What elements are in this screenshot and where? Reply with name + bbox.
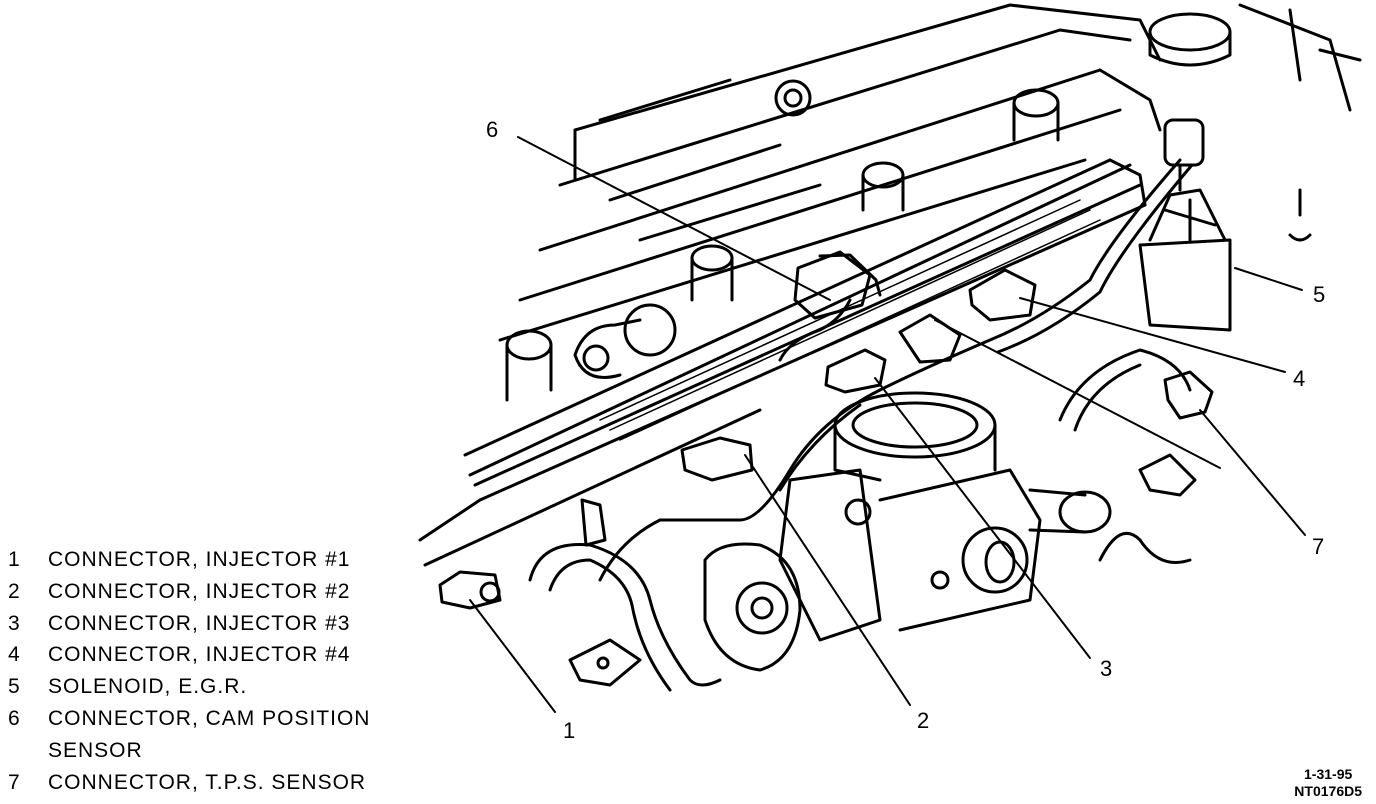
- callout-2: 2: [917, 708, 929, 733]
- callout-4: 4: [1293, 366, 1305, 391]
- figure-footer: 1-31-95 NT0176D5: [1294, 766, 1362, 800]
- callout-7: 7: [1312, 534, 1324, 559]
- legend-item: 4 CONNECTOR, INJECTOR #4: [8, 639, 428, 671]
- legend-item: 1 CONNECTOR, INJECTOR #1: [8, 544, 428, 576]
- legend-label: CONNECTOR, INJECTOR #3: [48, 611, 351, 635]
- legend-label: CONNECTOR, INJECTOR #1: [48, 548, 351, 571]
- callout-1: 1: [563, 718, 575, 743]
- legend-item: 2 CONNECTOR, INJECTOR #2: [8, 576, 428, 608]
- legend-number: 4: [8, 643, 21, 667]
- legend-number: 6: [8, 706, 21, 730]
- legend-label: CONNECTOR, CAM POSITION SENSOR: [48, 706, 371, 762]
- valve-cover: [498, 3, 1162, 342]
- legend-label: CONNECTOR, INJECTOR #4: [48, 643, 351, 667]
- callout-5: 5: [1313, 282, 1325, 307]
- legend-item: 7 CONNECTOR, T.P.S. SENSOR: [8, 767, 428, 799]
- valve-cover-bolts: [505, 79, 1060, 402]
- egr-valve: [568, 488, 1112, 687]
- callout-3: 3: [1100, 656, 1112, 681]
- leader-lines: [469, 136, 1306, 713]
- legend-number: 1: [8, 548, 21, 571]
- legend-number: 2: [8, 579, 21, 603]
- legend: 1 CONNECTOR, INJECTOR #1 2 CONNECTOR, IN…: [8, 544, 428, 798]
- legend-number: 3: [8, 611, 21, 635]
- injector-connectors: [438, 268, 1037, 610]
- figure-code: NT0176D5: [1294, 783, 1362, 799]
- throttle-body: [778, 391, 1042, 642]
- tps-connector: [1138, 370, 1214, 497]
- fuel-rail: [418, 158, 1147, 567]
- figure-date: 1-31-95: [1304, 766, 1353, 782]
- wiring-harness: [528, 158, 1194, 692]
- egr-solenoid: [1138, 118, 1312, 332]
- legend-item: 5 SOLENOID, E.G.R.: [8, 671, 428, 703]
- callout-numbers: 6 5 4 7 3 2 1: [486, 117, 1325, 743]
- legend-label: CONNECTOR, T.P.S. SENSOR: [48, 770, 367, 794]
- reservoir-cap: [1148, 3, 1362, 112]
- callout-6: 6: [486, 117, 498, 142]
- legend-label: CONNECTOR, INJECTOR #2: [48, 579, 351, 603]
- legend-number: 7: [8, 770, 21, 794]
- legend-label: SOLENOID, E.G.R.: [48, 675, 248, 699]
- legend-item: 6 CONNECTOR, CAM POSITION SENSOR: [8, 703, 428, 767]
- cam-position-sensor: [573, 250, 882, 379]
- legend-item: 3 CONNECTOR, INJECTOR #3: [8, 608, 428, 640]
- legend-number: 5: [8, 675, 21, 699]
